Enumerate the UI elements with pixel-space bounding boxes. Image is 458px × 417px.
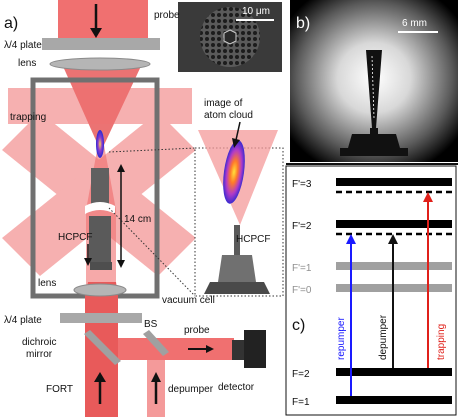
probe-top-label: probe [154, 10, 180, 21]
inset-fiber-mount [218, 255, 256, 282]
dichroic-label-line1: dichroic [22, 337, 56, 348]
depumper-transition-arrow-head [388, 234, 398, 244]
probe-beam-bottom [118, 338, 234, 360]
probe-beam-top [58, 0, 148, 40]
inset-fiber [234, 225, 240, 255]
atom-cloud-small [96, 130, 104, 158]
zoom-line-top [108, 147, 196, 153]
fiber-tip-silhouette [366, 50, 382, 128]
qwp-bottom-label: λ/4 plate [4, 315, 42, 326]
panel-a: a) probe λ/4 plate lens trapping 10 μm i… [2, 0, 284, 417]
level-f2 [336, 368, 452, 376]
level-label-f2p: F'=2 [292, 221, 312, 232]
fiber-base-b [340, 148, 408, 156]
panel-a-label: a) [4, 15, 18, 32]
trapping-arrow-head [423, 192, 433, 202]
repumper-label: repumper [336, 317, 347, 360]
level-label-f1p: F'=1 [292, 263, 312, 274]
detector-body [232, 340, 246, 360]
fiber-core [223, 29, 237, 45]
probe-arrow-right-head [206, 345, 214, 353]
fiber-base [90, 262, 112, 270]
atom-cloud-image [223, 140, 245, 204]
probe-arrow-top-head [90, 28, 102, 38]
inset-fiber-base [204, 282, 270, 294]
image-label-line2: atom cloud [204, 110, 253, 121]
hcpcf-inset-label: HCPCF [236, 234, 270, 245]
lens-bottom [73, 283, 127, 297]
sem-scale-label: 10 μm [242, 6, 270, 17]
beam-splitter [143, 330, 169, 356]
panel-c: F'=3 F'=2 F'=1 F'=0 F=2 F=1 c) repumper … [285, 163, 458, 416]
probe-bottom-label: probe [184, 325, 210, 336]
depumper-arrow-head [151, 372, 161, 382]
panel-b: b) 6 mm [290, 0, 458, 162]
fiber-lower [89, 216, 111, 262]
level-label-f0p: F'=0 [292, 285, 312, 296]
panel-c-label: c) [292, 317, 305, 334]
distance-label: 14 cm [124, 214, 151, 225]
level-f1 [336, 396, 452, 404]
hcpcf-pointer-head [84, 258, 92, 266]
trapping-label: trapping [10, 112, 46, 123]
detector-label: detector [218, 382, 255, 393]
image-pointer [235, 121, 241, 141]
qwp-bottom [60, 313, 142, 323]
fiber-mount-b [348, 134, 400, 148]
image-label-line1: image of [204, 98, 243, 109]
panel-b-scale-label: 6 mm [402, 18, 427, 29]
hcpcf-main-label: HCPCF [58, 232, 92, 243]
bs-label: BS [144, 319, 158, 330]
distance-arrow-bottom [117, 260, 125, 268]
qwp-top [42, 38, 160, 50]
trapping-transition-label: trapping [436, 324, 447, 360]
lens-top [49, 57, 151, 71]
fiber-neck [370, 128, 378, 134]
zoom-line-bottom [108, 207, 196, 297]
fiber-upper [91, 168, 109, 206]
depumper-transition-label: depumper [378, 314, 389, 360]
level-label-f2: F=2 [292, 369, 310, 380]
fiber-break [85, 202, 115, 214]
depumper-label: depumper [168, 384, 214, 395]
image-pointer-head [232, 138, 240, 148]
detector-head [244, 330, 266, 368]
dichroic-label-line2: mirror [26, 349, 53, 360]
lens-bottom-label: lens [38, 278, 56, 289]
level-f3 [336, 178, 452, 186]
repumper-arrow-head [346, 234, 356, 244]
vacuum-cell-label: vacuum cell [162, 295, 215, 306]
level-label-f3: F'=3 [292, 179, 312, 190]
qwp-top-label: λ/4 plate [4, 40, 42, 51]
level-label-f1: F=1 [292, 397, 310, 408]
lens-top-label: lens [18, 58, 36, 69]
fort-arrow-head [94, 372, 106, 382]
fort-label: FORT [46, 384, 73, 395]
distance-arrow-top [117, 164, 125, 172]
panel-b-label: b) [296, 15, 310, 32]
dichroic-mirror [84, 330, 121, 365]
level-f2p [336, 220, 452, 228]
